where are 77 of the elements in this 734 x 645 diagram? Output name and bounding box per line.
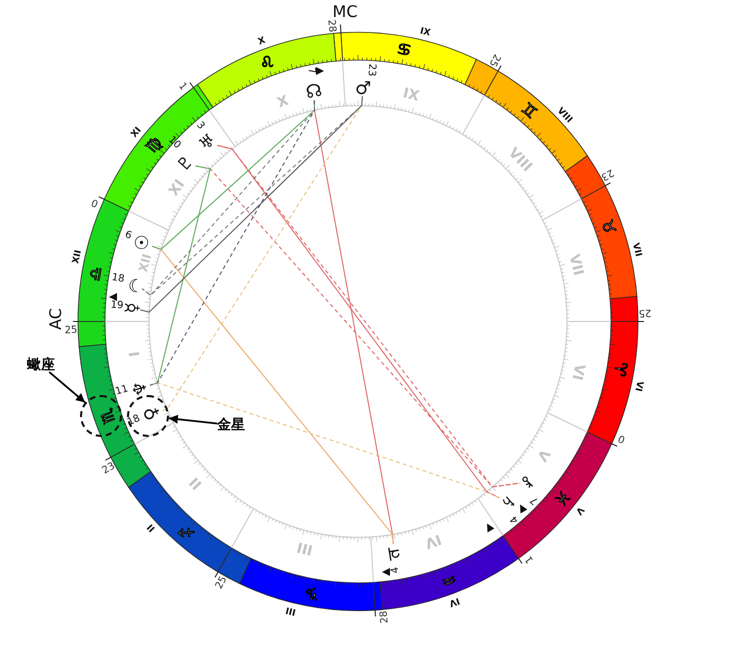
planet-symbol: ☽ <box>128 275 144 293</box>
cusp-degree-label: 1 <box>176 82 188 93</box>
zodiac-sign-symbol: ♈ <box>611 360 630 378</box>
cusp-degree-label: 25 <box>486 52 502 68</box>
degree-label: 18 <box>110 273 126 285</box>
zodiac-sign-symbol: ♑ <box>303 583 320 602</box>
degree-label: 11 <box>114 384 130 398</box>
house-number: XII <box>137 252 154 273</box>
cusp-degree-label: 28 <box>378 610 390 624</box>
house-number: XI <box>166 178 188 199</box>
planet-symbol: ♅ <box>196 132 220 154</box>
annotation-label: 蠍座 <box>27 358 55 372</box>
planet-symbol: ♃ <box>384 542 404 562</box>
degree-label: 7 <box>529 494 541 506</box>
cusp-degree-label: 23 <box>100 461 117 476</box>
house-number: I <box>128 350 142 358</box>
planet-symbol: ♆ <box>130 378 152 398</box>
zodiac-sign-symbol: ♍ <box>143 134 165 156</box>
aspect-line <box>149 100 316 386</box>
house-number: III <box>285 604 297 616</box>
annotation-label: 金星 <box>217 418 245 432</box>
house-number: IX <box>401 86 420 104</box>
planet-symbol: ♄ <box>497 491 519 513</box>
house-number: IX <box>418 28 432 39</box>
house-number: VI <box>632 380 644 392</box>
house-number: VII <box>566 253 586 278</box>
house-number: XII <box>72 250 84 265</box>
cusp-degree-label: 28 <box>326 19 338 34</box>
angle-label: MC <box>332 4 358 20</box>
zodiac-sign-symbol: ♏ <box>98 406 118 426</box>
dashed-circle <box>127 395 169 437</box>
degree-label: 6 <box>123 230 133 242</box>
house-number: X <box>257 36 267 48</box>
zodiac-sign-symbol: ♉ <box>598 218 618 237</box>
planet-symbol: ♀ <box>141 403 163 423</box>
dashed-circle <box>80 395 122 437</box>
zodiac-sign-symbol: ♌ <box>257 52 276 73</box>
degree-label: 4 <box>509 513 521 525</box>
zodiac-sign-symbol: ♒ <box>440 570 459 590</box>
zodiac-sign-symbol: ♓ <box>551 488 573 510</box>
planet-symbol: ☿ <box>124 302 142 314</box>
cusp-degree-label: 0 <box>616 432 627 444</box>
planet-symbol: ♂ <box>354 80 372 98</box>
zodiac-sign-symbol: ♐ <box>176 522 198 544</box>
arrow <box>168 414 218 424</box>
degree-label: 4 <box>390 566 402 574</box>
cusp-degree-label: 25 <box>214 574 230 591</box>
house-number: III <box>296 538 315 556</box>
planet-symbol: ♇ <box>174 152 198 176</box>
house-number: IV <box>447 594 460 607</box>
degree-label: 10 <box>166 135 182 151</box>
cusp-degree-label: 25 <box>638 307 652 318</box>
planet-symbol: ☉ <box>132 232 154 254</box>
house-number: VII <box>630 242 642 258</box>
house-number: V <box>574 504 586 516</box>
planet-symbol: ☊ <box>304 82 324 102</box>
house-number: IV <box>423 531 443 550</box>
arrow <box>48 371 86 404</box>
degree-label: 3 <box>194 120 206 132</box>
house-number: VI <box>569 362 586 382</box>
zodiac-sign-symbol: ♎ <box>86 265 105 282</box>
zodiac-sign-symbol: ♋ <box>396 41 413 60</box>
degree-label: 23 <box>366 63 376 77</box>
house-number: II <box>187 474 205 492</box>
degree-label: 18 <box>126 414 142 428</box>
house-number: II <box>146 522 158 533</box>
house-number: V <box>534 446 552 464</box>
cusp-degree-label: 1 <box>524 553 536 564</box>
cusp-degree-label: 23 <box>599 166 616 182</box>
angle-label: AC <box>48 308 64 330</box>
cusp-degree-label: 25 <box>64 326 78 336</box>
house-number: X <box>275 94 290 111</box>
cusp-degree-label: 0 <box>89 198 100 211</box>
degree-label: 19 <box>110 300 124 312</box>
planet-symbol: ⚷ <box>518 472 538 492</box>
house-number: XI <box>130 126 144 140</box>
zodiac-sign-symbol: ♊ <box>518 100 540 122</box>
